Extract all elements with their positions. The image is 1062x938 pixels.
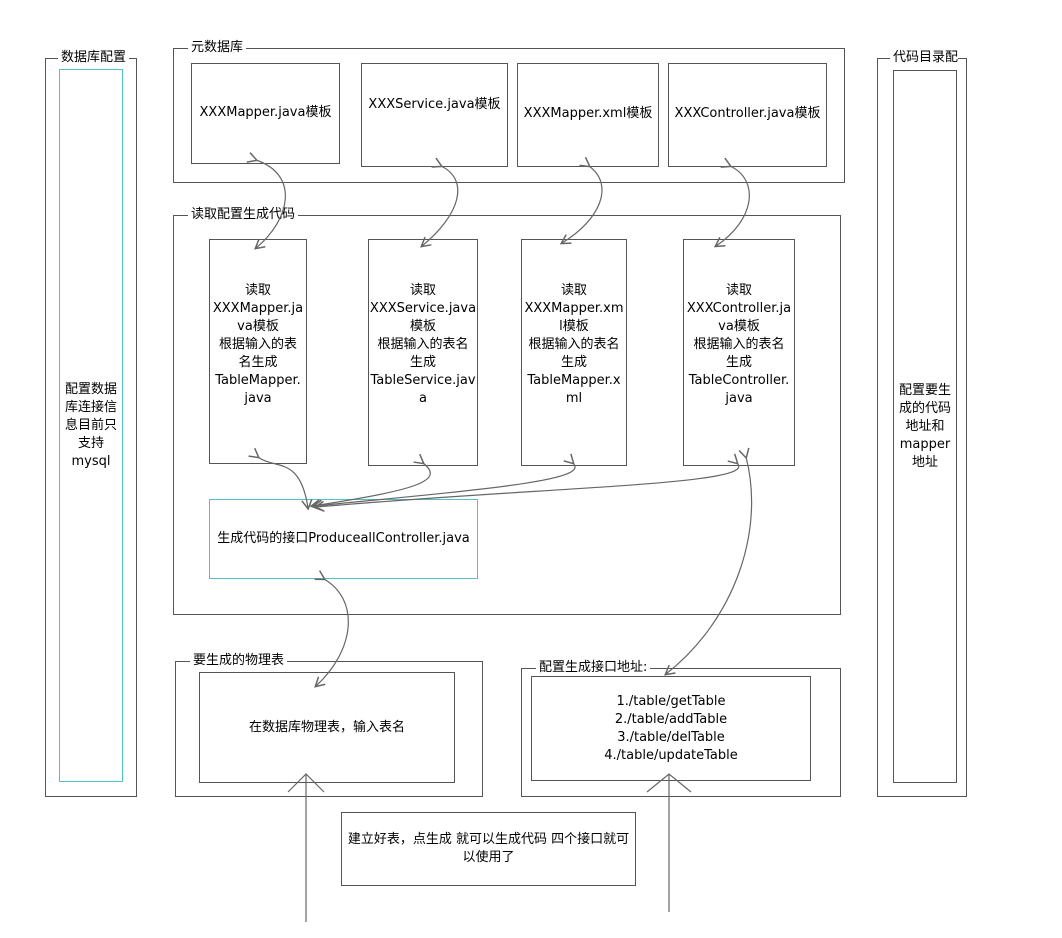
mapper-xml-template: XXXMapper.xml模板 (517, 63, 659, 167)
generate-group: 读取配置生成代码 (173, 207, 841, 615)
code-dir-group: 代码目录配 (877, 50, 967, 797)
db-config-label: 数据库配置 (58, 50, 130, 66)
physical-table-group: 要生成的物理表 (175, 653, 483, 797)
note-box: 建立好表，点生成 就可以生成代码 四个接口就可以使用了 (341, 812, 636, 886)
arrow-note-table-head (287, 773, 325, 793)
db-config-box: 配置数据 库连接信 息目前只 支持 mysql (59, 69, 123, 782)
service-java-template: XXXService.java模板 (361, 63, 508, 167)
arrow-reader1-controller (248, 447, 313, 511)
reader-service-java: 读取 XXXService.java 模板 根据输入的表名 生成 TableSe… (368, 239, 478, 466)
arrow-controller-table (314, 570, 349, 688)
arrow-template1-reader1 (246, 152, 286, 250)
code-dir-text: 配置要生 成的代码 地址和 mapper 地址 (898, 382, 951, 470)
metadata-group: 元数据库 (173, 40, 845, 183)
db-config-text: 配置数据 库连接信 息目前只 支持 mysql (64, 381, 117, 469)
code-dir-label: 代码目录配 (890, 50, 959, 66)
api-list-box: 1./table/getTable 2./table/addTable 3./t… (531, 676, 811, 781)
mapper-java-template: XXXMapper.java模板 (191, 63, 340, 164)
arrow-note-api-head (646, 773, 692, 793)
physical-table-box: 在数据库物理表，输入表名 (199, 672, 455, 783)
metadata-label: 元数据库 (188, 40, 247, 56)
arrow-template3-reader3 (559, 156, 603, 245)
arrow-reader4-api (663, 447, 753, 676)
arrow-reader4-controller (313, 453, 740, 512)
api-config-group: 配置生成接口地址: (521, 660, 841, 797)
db-config-group: 数据库配置 (45, 50, 137, 797)
api-config-label: 配置生成接口地址: (536, 660, 651, 676)
generate-label: 读取配置生成代码 (188, 207, 299, 223)
controller-java-template: XXXController.java模板 (668, 63, 827, 167)
reader-controller-java: 读取 XXXController.ja va模板 根据输入的表名 生成 Tabl… (683, 239, 795, 466)
arrow-template2-reader2 (420, 157, 459, 248)
physical-table-label: 要生成的物理表 (190, 653, 288, 669)
reader-mapper-java: 读取 XXXMapper.ja va模板 根据输入的表 名生成 TableMap… (209, 239, 307, 464)
code-dir-box: 配置要生 成的代码 地址和 mapper 地址 (893, 70, 957, 783)
reader-mapper-xml: 读取 XXXMapper.xm l模板 根据输入的表名 生成 TableMapp… (521, 239, 627, 466)
arrow-template4-reader4 (713, 157, 750, 248)
